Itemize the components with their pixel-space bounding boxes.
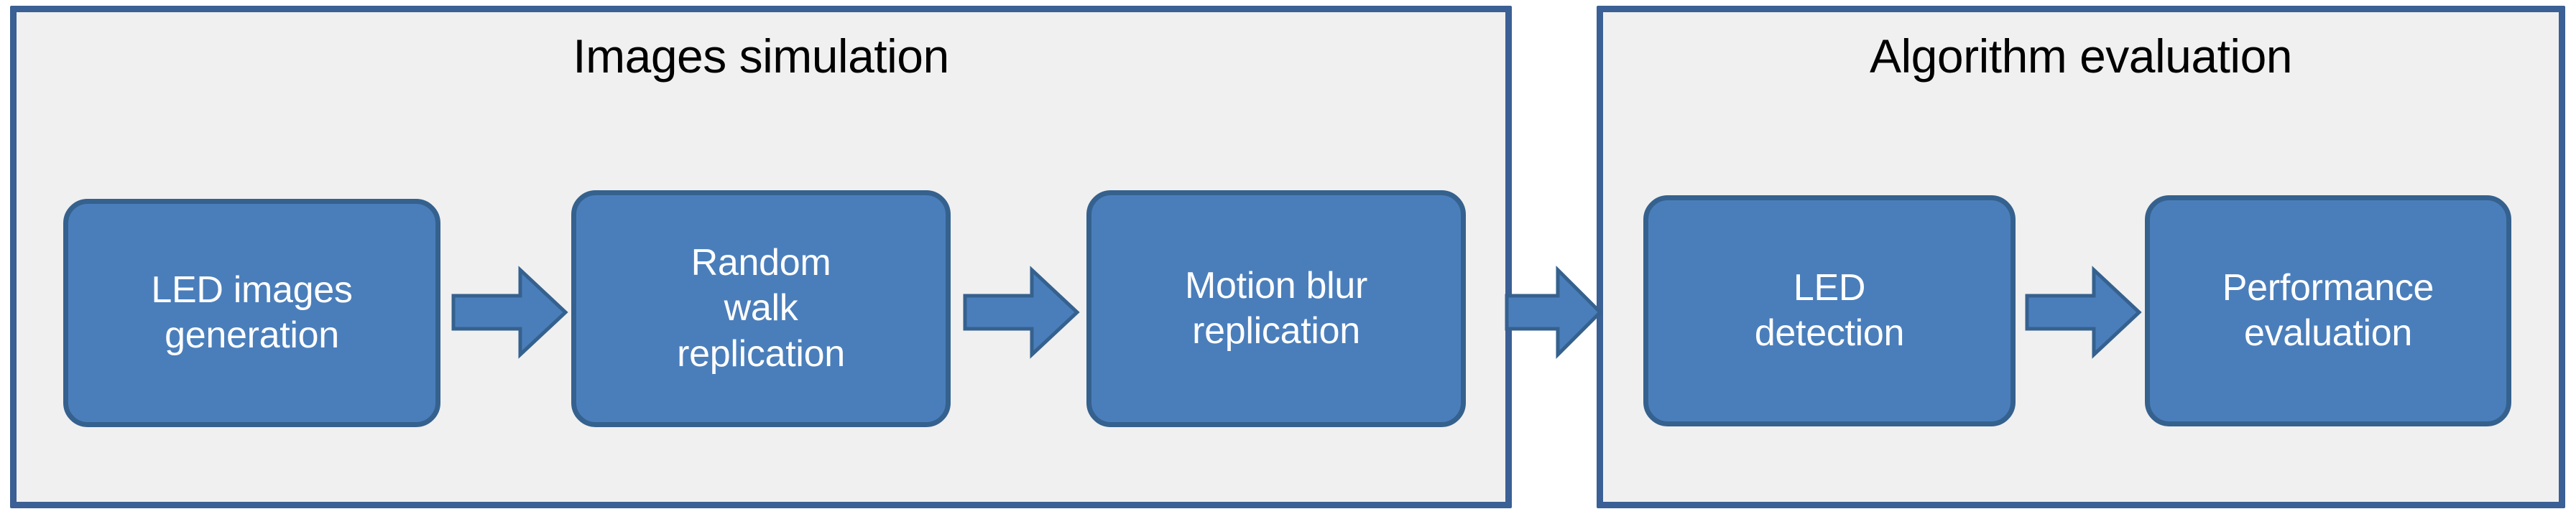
node-line: Motion blur (1185, 264, 1367, 307)
node-line: Performance (2222, 266, 2434, 309)
arrow-right-icon-gen-to-walk (451, 266, 568, 359)
node-line: walk (724, 287, 798, 330)
node-line: Random (691, 241, 831, 284)
node-led-images-generation[interactable]: LED images generation (63, 199, 440, 427)
arrow-right-icon-detect-to-perf (2025, 266, 2142, 359)
node-line: LED (1793, 266, 1866, 309)
group-title-algorithm-evaluation: Algorithm evaluation (1870, 29, 2293, 83)
node-line: replication (677, 332, 845, 375)
node-led-detection[interactable]: LED detection (1643, 195, 2016, 426)
arrow-right-icon-walk-to-blur (963, 266, 1080, 359)
group-title-images-simulation: Images simulation (573, 29, 949, 83)
arrow-right-icon-sim-to-eval (1505, 265, 1603, 360)
node-motion-blur-replication[interactable]: Motion blur replication (1086, 190, 1466, 427)
node-line: evaluation (2243, 312, 2413, 354)
node-line: detection (1754, 312, 1905, 354)
node-random-walk-replication[interactable]: Random walk replication (571, 190, 951, 427)
node-performance-evaluation[interactable]: Performance evaluation (2145, 195, 2511, 426)
node-line: LED images (151, 268, 353, 311)
node-line: replication (1192, 310, 1360, 352)
node-line: generation (165, 314, 339, 356)
